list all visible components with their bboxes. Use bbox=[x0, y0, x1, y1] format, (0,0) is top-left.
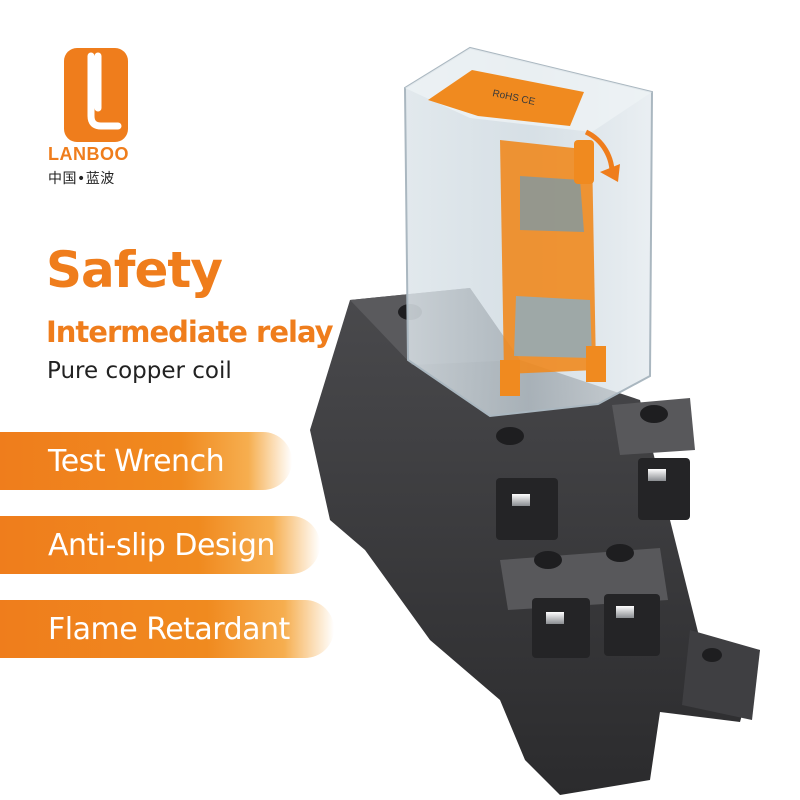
feature-label: Flame Retardant bbox=[48, 611, 290, 647]
feature-anti-slip-design: Anti-slip Design bbox=[0, 516, 320, 574]
brand-subtitle: 中国•蓝波 bbox=[48, 171, 115, 187]
feature-label: Anti-slip Design bbox=[48, 527, 275, 563]
subheadline: Intermediate relay bbox=[46, 315, 334, 349]
brand-logo: LANBOO 中国•蓝波 bbox=[48, 48, 158, 187]
feature-test-wrench: Test Wrench bbox=[0, 432, 292, 490]
brand-name: LANBOO bbox=[48, 144, 129, 164]
relay-socket-base bbox=[310, 288, 760, 795]
tagline: Pure copper coil bbox=[47, 358, 232, 384]
relay-body: RoHS CE bbox=[403, 46, 654, 418]
feature-flame-retardant: Flame Retardant bbox=[0, 600, 334, 658]
feature-label: Test Wrench bbox=[48, 443, 225, 479]
lanboo-logo-mark bbox=[64, 48, 128, 142]
headline: Safety bbox=[46, 241, 223, 299]
